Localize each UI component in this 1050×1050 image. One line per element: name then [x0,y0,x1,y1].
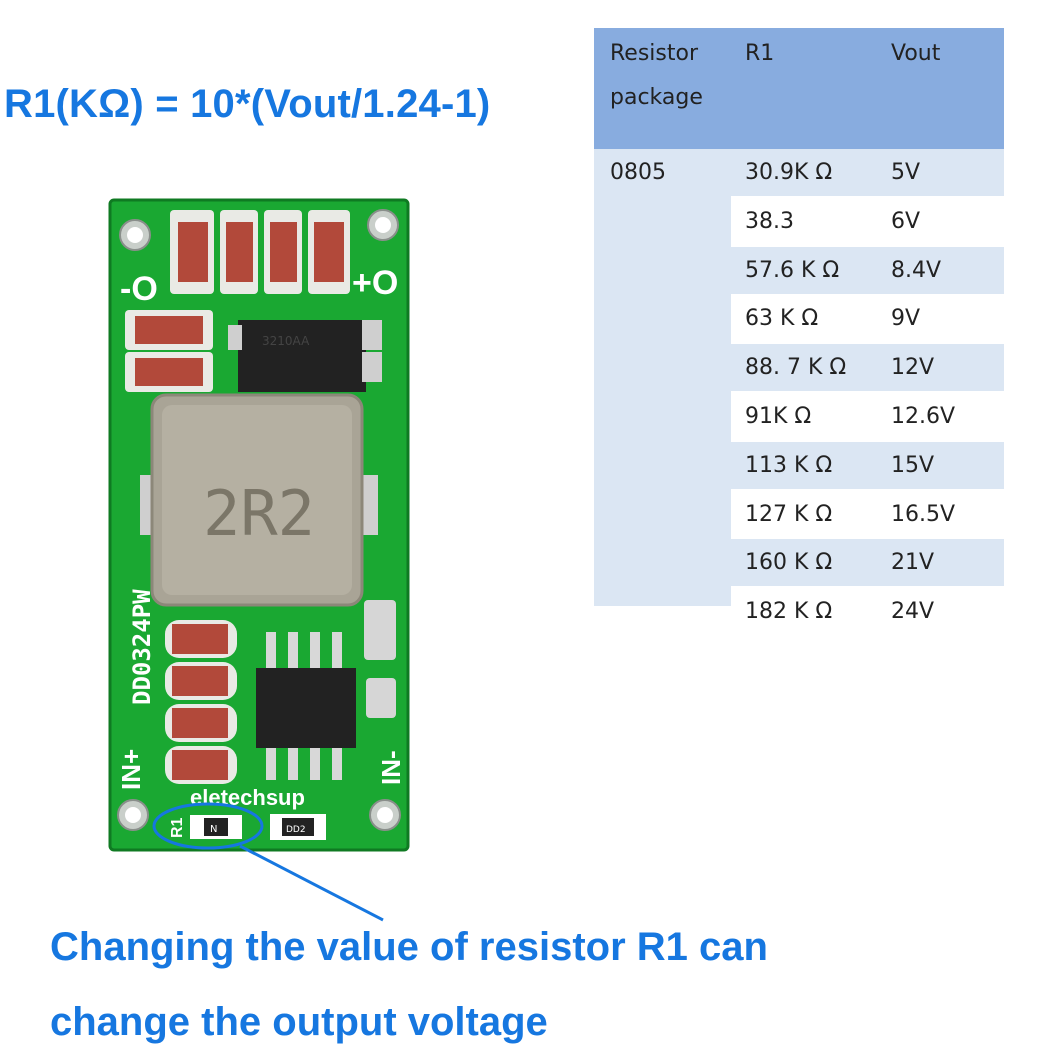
header-divider [594,146,1004,149]
svg-text:DD2: DD2 [286,825,306,835]
mounting-holes [117,209,401,831]
vout-value: 6V [891,208,921,234]
table-row: 63 K Ω 9V [731,295,1004,343]
header-resistor: Resistor [610,41,698,66]
model-label: DD0324PW [128,589,156,705]
r1-value: 88. 7 K Ω [745,355,847,381]
table-row: 127 K Ω 16.5V [731,490,1004,538]
table-row: 38.3 6V [731,197,1004,245]
pcb-board [110,200,408,850]
table-row: 182 K Ω 24V [731,588,1004,636]
vout-value: 16.5V [891,501,956,527]
caption-line-2: change the output voltage [50,1000,548,1044]
header-package: package [610,85,703,110]
r1-value: 57.6 K Ω [745,257,840,283]
output-capacitors [170,210,350,294]
vout-value: 12V [891,355,935,381]
in-neg-label: IN- [376,750,406,785]
r1-value: 160 K Ω [745,550,833,576]
ic-marking: 3210AA [262,334,310,348]
r1-value: 91K Ω [745,404,812,429]
vout-value: 8.4V [891,257,942,283]
r1-value: 127 K Ω [745,501,833,527]
r1-value: 63 K Ω [745,306,819,332]
package-cell: 0805 [610,160,666,185]
r1-value: 113 K Ω [745,452,833,478]
out-neg-label: -O [120,270,158,308]
header-vout: Vout [891,41,941,66]
input-capacitors [165,620,237,784]
vout-value: 21V [891,550,935,576]
r1-silk-label: R1 [169,817,186,838]
out-pos-label: +O [352,264,398,302]
table-row: 30.9K Ω 5V [731,149,1004,196]
inductor: 2R2 [140,393,378,607]
vout-value: 12.6V [891,404,956,429]
schottky-diode: 3210AA [228,320,382,392]
package-column [594,149,731,606]
inductor-label: 2R2 [203,477,315,550]
r1-pointer-line [239,844,384,922]
r1-value: 182 K Ω [745,599,833,625]
header-fill [594,120,1004,146]
vout-value: 9V [891,306,921,332]
vout-value: 15V [891,452,935,478]
small-capacitors [125,310,213,392]
table-row: 113 K Ω 15V [731,441,1004,489]
table-row: 91K Ω 12.6V [731,393,1004,440]
table-row: 88. 7 K Ω 12V [731,344,1004,392]
r1-value: 30.9K Ω [745,160,833,185]
vout-value: 5V [891,160,921,185]
via-pattern [364,600,396,718]
vout-value: 24V [891,599,935,625]
formula-text: R1(KΩ) = 10*(Vout/1.24-1) [4,82,491,126]
r1-highlight-ellipse [152,802,264,850]
brand-label: eletechsup [190,785,305,810]
d2-diode: DD2 [270,814,326,840]
controller-ic [256,632,356,780]
r1-value: 38.3 [745,208,794,234]
table-row: 57.6 K Ω 8.4V [731,246,1004,294]
table-header: Resistor package R1 Vout [594,28,1004,120]
svg-text:N: N [210,824,217,835]
table-row: 160 K Ω 21V [731,539,1004,587]
in-pos-label: IN+ [116,749,146,790]
r1-resistor: N [190,815,242,839]
header-r1: R1 [745,41,775,66]
caption-line-1: Changing the value of resistor R1 can [50,925,768,969]
